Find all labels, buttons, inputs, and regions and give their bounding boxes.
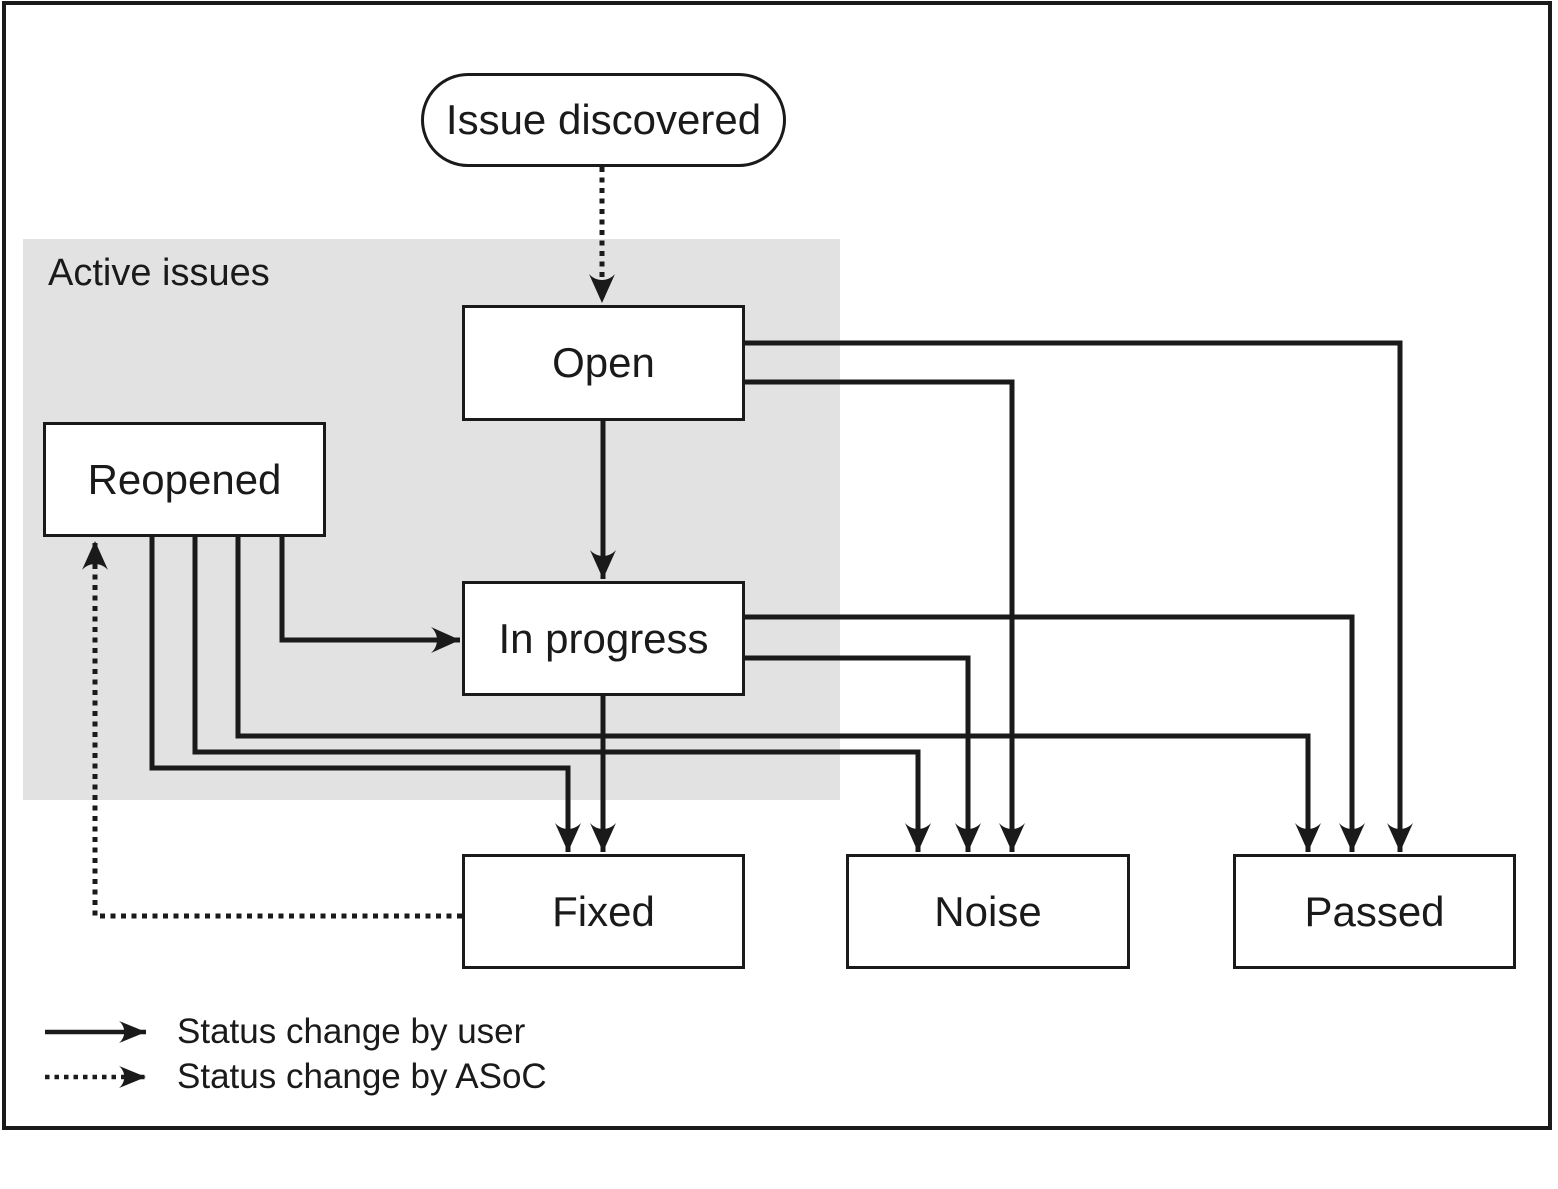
dotted-arrow-icon [45,1066,146,1088]
node-issue-discovered-label: Issue discovered [445,96,762,143]
edge-in-progress-to-noise [745,655,981,852]
active-issues-region-label: Active issues [48,252,270,294]
legend-row-asoc: Status change by ASoC [44,1053,547,1101]
legend-label-asoc: Status change by ASoC [177,1057,547,1096]
edge-reopened-to-passed [235,537,1321,852]
edge-reopened-to-fixed [149,537,581,852]
node-open: Open [462,305,745,421]
edge-reopened-to-in-progress [279,537,460,653]
node-issue-discovered: Issue discovered [421,73,786,167]
node-in-progress: In progress [462,581,745,696]
node-fixed: Fixed [462,854,745,969]
solid-arrow-icon [45,1021,146,1043]
edge-open-to-passed [745,340,1413,852]
node-passed-label: Passed [1304,887,1445,935]
diagram-border [2,1,1552,1130]
legend-row-user: Status change by user [44,1008,525,1056]
node-reopened-label: Reopened [87,455,282,503]
node-passed: Passed [1233,854,1516,969]
legend-label-user: Status change by user [177,1012,526,1051]
node-in-progress-label: In progress [498,614,709,662]
edge-in-progress-to-passed [745,614,1365,852]
node-reopened: Reopened [43,422,326,537]
node-open-label: Open [552,339,655,386]
node-noise: Noise [846,854,1130,969]
node-fixed-label: Fixed [552,887,655,935]
node-noise-label: Noise [934,887,1042,935]
edge-open-to-noise [745,379,1025,852]
edge-reopened-to-noise [192,537,931,852]
